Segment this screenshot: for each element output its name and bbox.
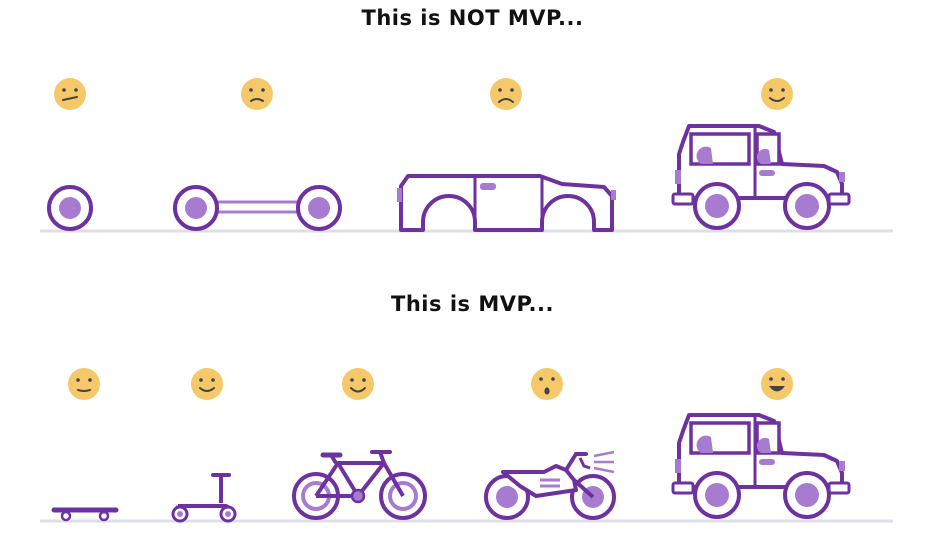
skateboard-icon [51, 507, 119, 522]
face-content-icon [191, 368, 223, 400]
face-sad-icon [490, 78, 522, 110]
face-smile-icon [342, 368, 374, 400]
wheel-icon [47, 185, 93, 231]
car-icon-bottom [671, 413, 851, 519]
bicycle-icon [292, 450, 427, 520]
face-happy-icon [761, 78, 793, 110]
car-body-icon [397, 174, 616, 232]
car-icon-top [671, 124, 851, 230]
title-mvp: This is MVP... [391, 292, 554, 316]
title-not-mvp: This is NOT MVP... [361, 6, 584, 30]
face-surprised-icon [531, 368, 563, 400]
axle-icon [173, 185, 342, 231]
face-neutral-icon [68, 368, 100, 400]
face-unhappy-icon [241, 78, 273, 110]
scooter-icon [171, 473, 237, 523]
motorcycle-icon [484, 450, 616, 520]
face-confused-icon [54, 78, 86, 110]
face-delighted-icon [761, 368, 793, 400]
